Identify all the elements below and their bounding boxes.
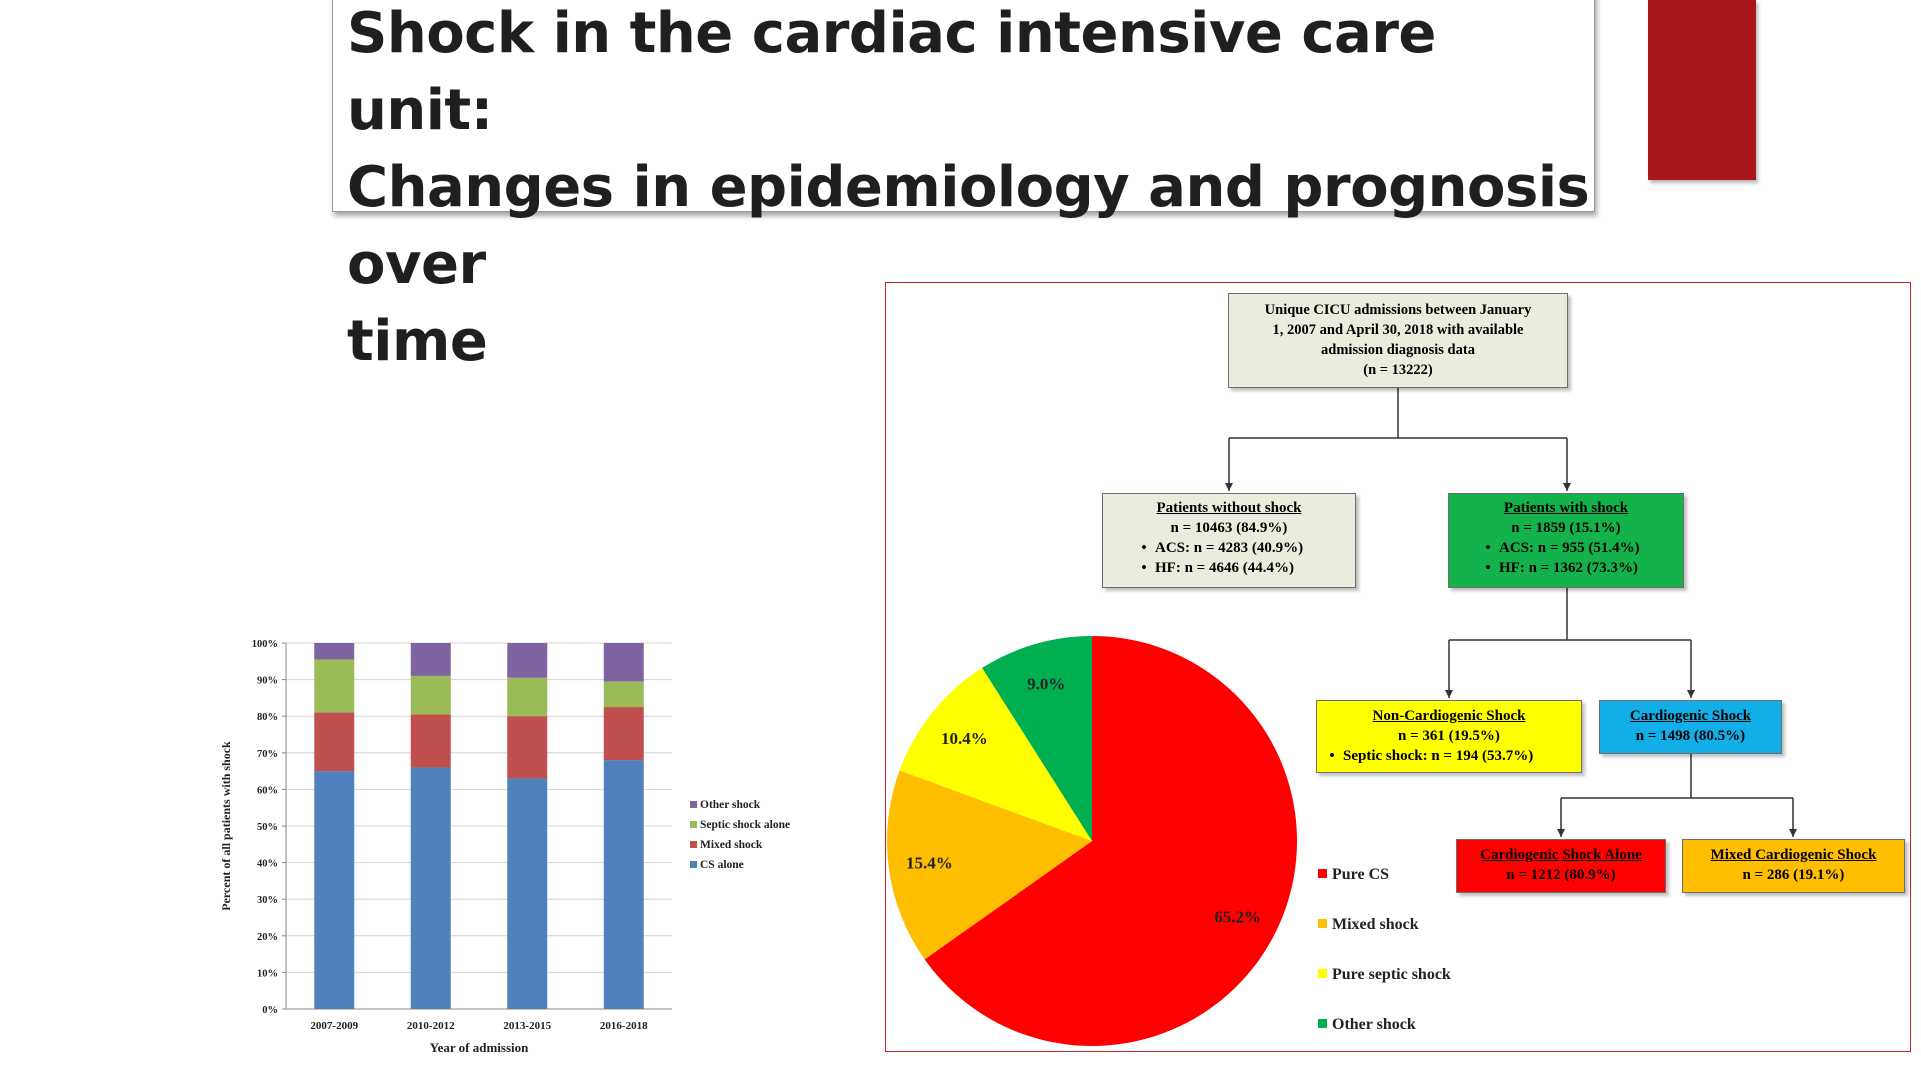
bar-segment (603, 643, 644, 682)
x-tick-label: 2016-2018 (600, 1020, 648, 1032)
flow-box-mixed-cs: Mixed Cardiogenic Shock n = 286 (19.1%) (1682, 839, 1905, 893)
shock-hf: HF: n = 1362 (73.3%) (1449, 558, 1683, 578)
flow-box-shock: Patients with shock n = 1859 (15.1%) ACS… (1448, 493, 1684, 588)
title-box: Shock in the cardiac intensive care unit… (332, 0, 1595, 374)
cardiogenic-heading: Cardiogenic Shock (1629, 708, 1752, 724)
pie-legend-item: Mixed shock (1318, 916, 1419, 934)
flow-box-cs-alone: Cardiogenic Shock Alone n = 1212 (80.9%) (1456, 839, 1666, 893)
legend-label: Septic shock alone (700, 819, 790, 831)
pie-legend-item: Pure CS (1318, 866, 1389, 884)
bar-segment (603, 707, 644, 761)
no-shock-acs: ACS: n = 4283 (40.9%) (1103, 538, 1355, 558)
title-line: Shock in the cardiac intensive care unit… (347, 1, 1436, 143)
shock-count: n = 1859 (15.1%) (1511, 520, 1621, 536)
title-line: Changes in epidemiology and prognosis ov… (347, 155, 1590, 297)
flow-box-no-shock: Patients without shock n = 10463 (84.9%)… (1102, 493, 1356, 588)
title-line: time (347, 309, 488, 374)
x-tick-label: 2013-2015 (503, 1020, 551, 1032)
flowchart-connectors (1225, 388, 1797, 837)
pie-legend-item: Other shock (1318, 1016, 1416, 1034)
pie-legend-item: Pure septic shock (1318, 966, 1451, 984)
y-tick-label: 100% (252, 639, 278, 650)
bar-segment (410, 643, 451, 676)
cs-alone-heading: Cardiogenic Shock Alone (1480, 847, 1642, 863)
legend-label: Other shock (700, 799, 761, 811)
y-tick-label: 70% (257, 749, 278, 760)
legend-swatch (690, 821, 697, 828)
slide-title: Shock in the cardiac intensive care unit… (347, 0, 1594, 380)
legend-label: Pure septic shock (1332, 966, 1451, 983)
x-axis-label: Year of admission (430, 1040, 529, 1055)
bar-segment (314, 643, 355, 660)
root-line: admission diagnosis data (1321, 342, 1475, 358)
bar-segment (410, 714, 451, 768)
legend-label: Mixed shock (1332, 916, 1419, 933)
flow-box-root: Unique CICU admissions between January 1… (1228, 293, 1568, 388)
pie-slice (924, 636, 1297, 1046)
x-tick-label: 2010-2012 (407, 1020, 455, 1032)
bar-segment (314, 712, 355, 772)
mixed-cs-heading: Mixed Cardiogenic Shock (1710, 847, 1877, 863)
pie-chart: 65.2% 15.4% 10.4% 9.0% (887, 636, 1297, 1046)
no-shock-heading: Patients without shock (1156, 500, 1302, 516)
non-cardiogenic-heading: Non-Cardiogenic Shock (1372, 708, 1526, 724)
bar-segment (314, 771, 355, 1009)
cardiogenic-count: n = 1498 (80.5%) (1635, 728, 1746, 744)
pie-data-label: 10.4% (941, 729, 988, 748)
bar-segment (603, 760, 644, 1009)
root-line: 1, 2007 and April 30, 2018 with availabl… (1272, 322, 1524, 338)
root-line: Unique CICU admissions between January (1264, 302, 1532, 318)
no-shock-count: n = 10463 (84.9%) (1170, 520, 1288, 536)
y-tick-label: 60% (257, 785, 278, 796)
legend-swatch (690, 841, 697, 848)
bar-segment (507, 778, 548, 1009)
root-line: (n = 13222) (1363, 362, 1433, 378)
y-tick-label: 40% (257, 859, 278, 870)
bar-segment (507, 677, 548, 717)
pie-slice (887, 770, 1092, 960)
bar-segment (410, 675, 451, 715)
pie-slice (899, 667, 1092, 841)
flow-box-cardiogenic: Cardiogenic Shock n = 1498 (80.5%) (1599, 700, 1782, 754)
flow-box-non-cardiogenic: Non-Cardiogenic Shock n = 361 (19.5%) Se… (1316, 700, 1582, 773)
shock-acs: ACS: n = 955 (51.4%) (1449, 538, 1683, 558)
stacked-bar-chart: 0% 10% 20% 30% 40% 50% 60% 70% 80% 90% 100% 2007-20… (219, 639, 790, 1055)
y-tick-label: 90% (257, 676, 278, 687)
legend-swatch (1318, 919, 1327, 928)
legend-label: Other shock (1332, 1016, 1416, 1033)
pie-data-label: 65.2% (1214, 907, 1261, 926)
y-tick-label: 30% (257, 895, 278, 906)
bar-segment (314, 659, 355, 713)
y-tick-label: 20% (257, 932, 278, 943)
legend-label: CS alone (700, 859, 744, 871)
pie-data-label: 15.4% (906, 854, 953, 873)
no-shock-hf: HF: n = 4646 (44.4%) (1103, 558, 1355, 578)
non-cardiogenic-septic: Septic shock: n = 194 (53.7%) (1317, 746, 1581, 766)
mixed-cs-count: n = 286 (19.1%) (1742, 867, 1845, 883)
legend-label: Mixed shock (700, 839, 763, 851)
bar-segment (410, 767, 451, 1009)
pie-data-label: 9.0% (1027, 675, 1065, 694)
legend-swatch (1318, 869, 1327, 878)
y-tick-label: 50% (257, 822, 278, 833)
flowchart-panel: Unique CICU admissions between January 1… (885, 282, 1911, 1052)
legend-label: Pure CS (1332, 866, 1390, 883)
cs-alone-count: n = 1212 (80.9%) (1506, 867, 1616, 883)
pie-slice (982, 636, 1092, 841)
legend-swatch (1318, 969, 1327, 978)
bar-segment (507, 716, 548, 779)
legend-swatch (690, 801, 697, 808)
non-cardiogenic-count: n = 361 (19.5%) (1398, 728, 1500, 744)
legend-swatch (690, 861, 697, 868)
bar-segment (603, 681, 644, 708)
bar-segment (507, 643, 548, 678)
legend-swatch (1318, 1019, 1327, 1028)
y-tick-label: 10% (257, 968, 278, 979)
shock-heading: Patients with shock (1503, 500, 1629, 516)
accent-block (1648, 0, 1756, 180)
y-tick-label: 80% (257, 712, 278, 723)
x-tick-label: 2007-2009 (310, 1020, 358, 1032)
y-tick-label: 0% (262, 1005, 278, 1016)
y-axis-label: Percent of all patients with shock (219, 741, 233, 911)
